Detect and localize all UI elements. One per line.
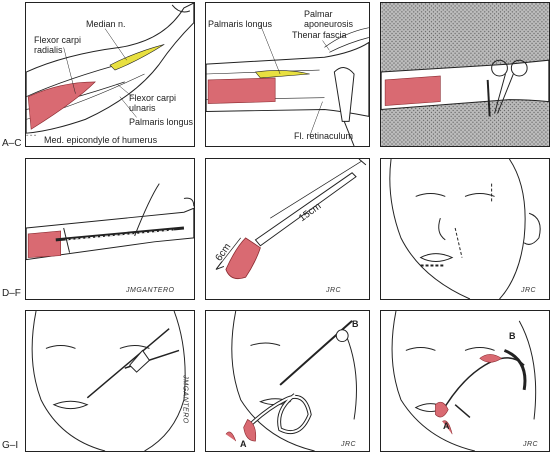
label-palmar-aponeurosis: Palmar aponeurosis bbox=[304, 9, 354, 29]
signature-h: JRC bbox=[341, 441, 357, 448]
tendon-fixation-illustration bbox=[391, 311, 537, 451]
row-label-d-f: D–F bbox=[2, 288, 21, 299]
panel-h-tendon-passage: B A JRC bbox=[205, 310, 370, 452]
forearm-anatomy-illustration bbox=[26, 3, 194, 136]
panel-a-forearm-anatomy: Median n. Flexor carpi radialis Flexor c… bbox=[25, 2, 195, 147]
tendon-passage-illustration bbox=[225, 311, 357, 451]
label-i-b: B bbox=[509, 331, 516, 341]
panel-f-face-incisions: JRC bbox=[380, 158, 550, 300]
panel-d-tendon-stripper: JMGANTERO bbox=[25, 158, 195, 300]
label-i-a: A bbox=[443, 421, 450, 431]
label-median-nerve: Median n. bbox=[86, 19, 126, 29]
panel-e-harvested-tendon: 15cm 6cm JRC bbox=[205, 158, 370, 300]
label-flexor-carpi-ulnaris: Flexor carpi ulnaris bbox=[129, 93, 177, 113]
panel-i-tendon-fixation: B A JRC bbox=[380, 310, 550, 452]
row-label-g-i: G–I bbox=[2, 440, 19, 451]
signature-f: JRC bbox=[521, 287, 537, 294]
tendon-stripper-illustration bbox=[26, 183, 194, 261]
label-flexor-retinaculum: Fl. retinaculum bbox=[294, 131, 354, 141]
tunneling-instrument-illustration bbox=[31, 311, 186, 451]
harvested-tendon-illustration bbox=[215, 159, 367, 280]
label-thenar-fascia: Thenar fascia bbox=[292, 30, 347, 40]
signature-e: JRC bbox=[326, 287, 342, 294]
signature-d: JMGANTERO bbox=[126, 287, 175, 294]
row-label-a-c: A–C bbox=[2, 138, 22, 149]
label-medial-epicondyle: Med. epicondyle of humerus bbox=[44, 135, 158, 145]
face-incisions-illustration bbox=[389, 159, 541, 299]
wrist-exposure-illustration bbox=[206, 24, 369, 146]
signature-i: JRC bbox=[523, 441, 539, 448]
panel-g-tunneling-instrument: JMGANTERO bbox=[25, 310, 195, 452]
label-palmaris-longus: Palmaris longus bbox=[129, 117, 194, 127]
signature-g: JMGANTERO bbox=[181, 375, 189, 424]
panel-c-tendon-harvest bbox=[380, 2, 550, 147]
label-h-b: B bbox=[352, 319, 359, 329]
label-palmaris-longus-b: Palmaris longus bbox=[208, 19, 273, 29]
panel-b-wrist-exposure: Palmaris longus Palmar aponeurosis Thena… bbox=[205, 2, 370, 147]
label-h-a: A bbox=[240, 439, 247, 449]
label-flexor-carpi-radialis: Flexor carpi radialis bbox=[34, 35, 82, 55]
tendon-harvest-illustration bbox=[381, 3, 549, 146]
